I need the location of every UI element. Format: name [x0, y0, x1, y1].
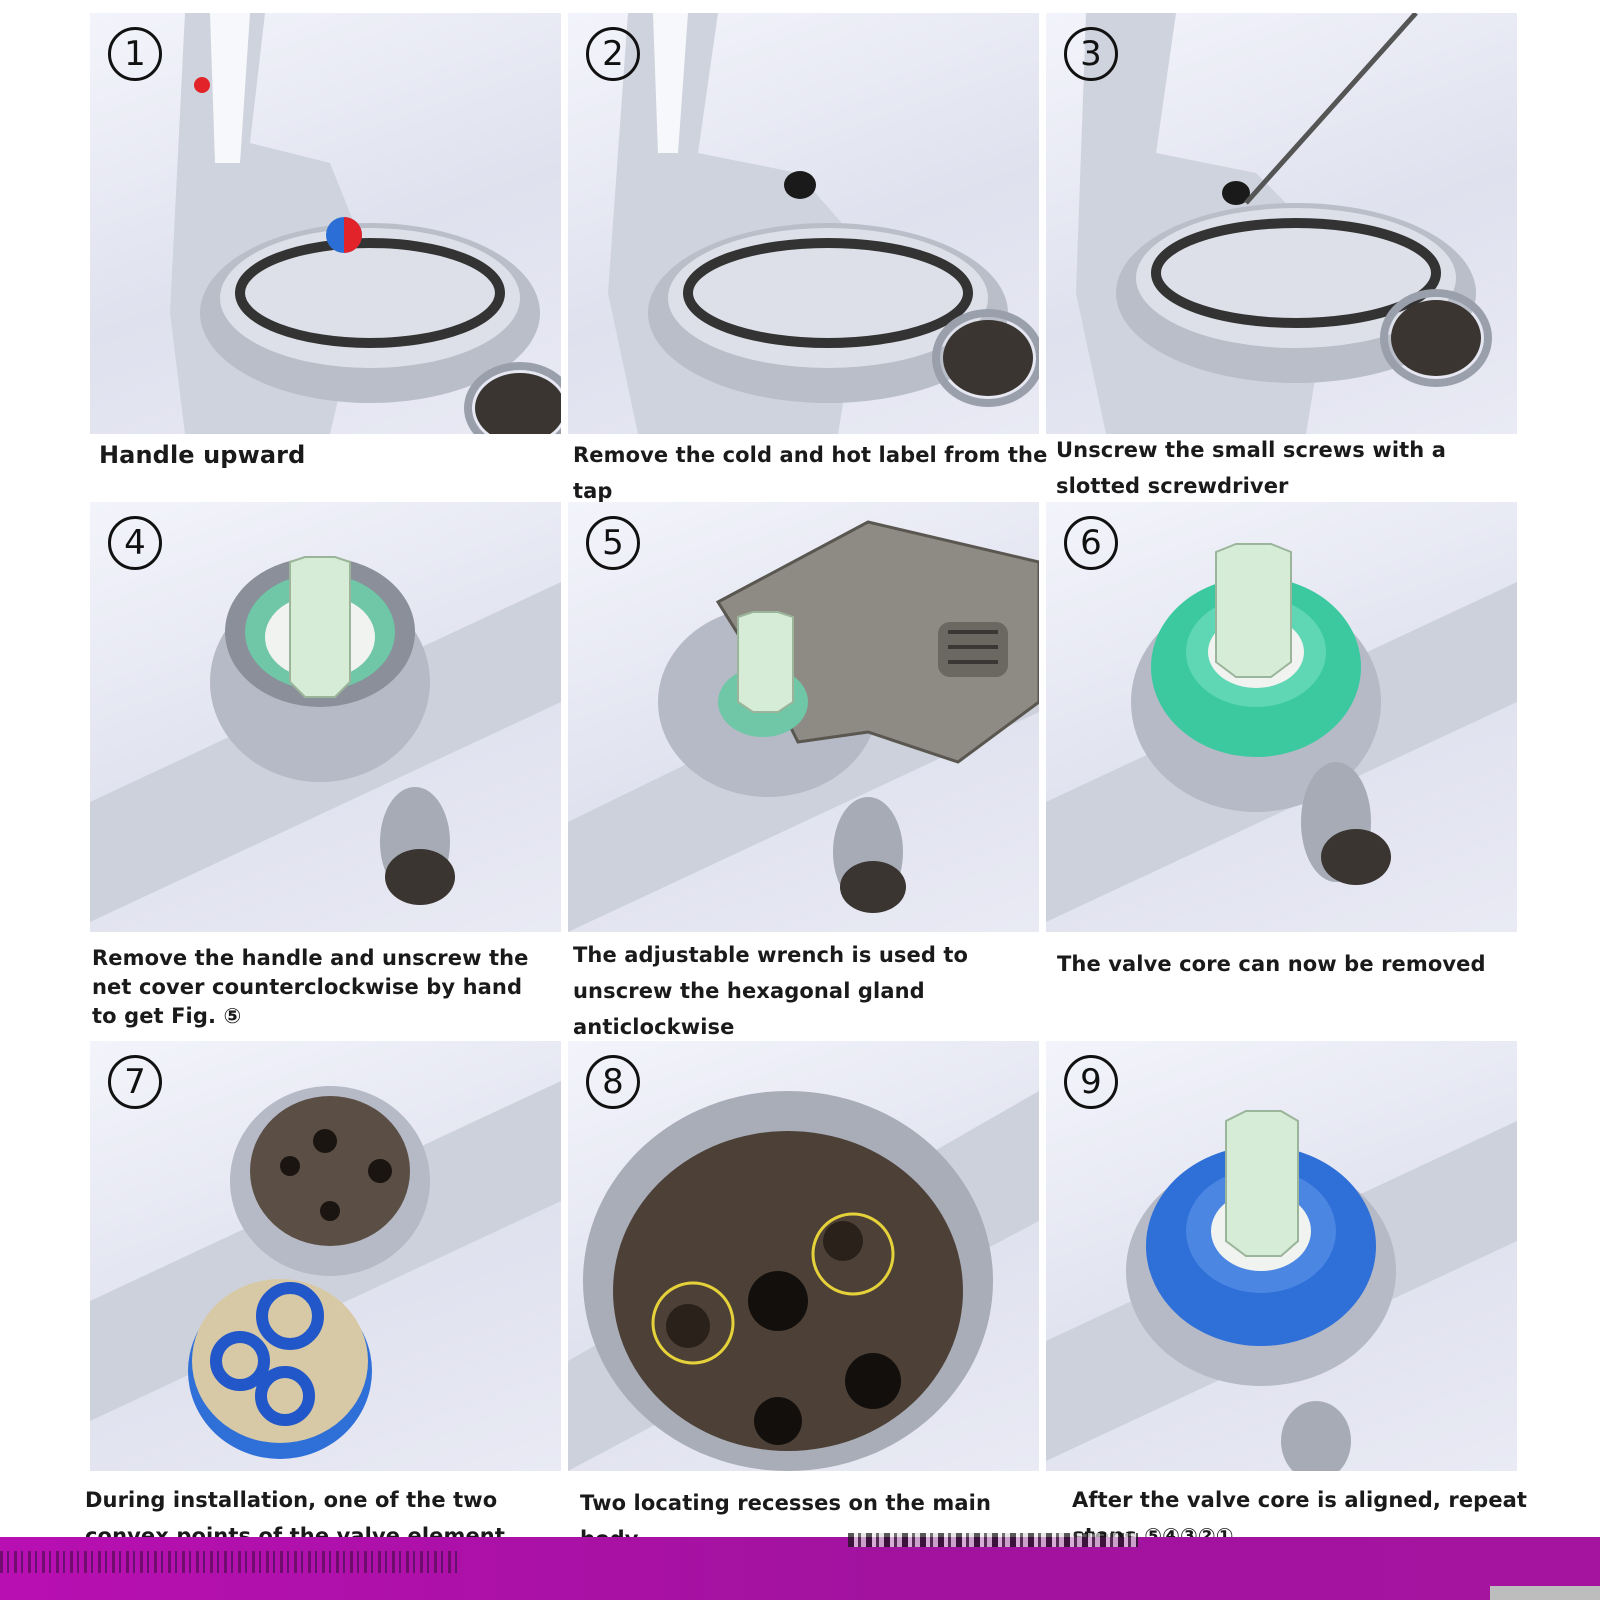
- step-2-caption: Remove the cold and hot label from the t…: [573, 443, 1048, 503]
- valve-core-green-illustration: [1046, 543, 1517, 922]
- step-number-badge: 7: [108, 1055, 162, 1109]
- valve-element-convex-points-illustration: [90, 1081, 561, 1459]
- step-number-badge: 8: [586, 1055, 640, 1109]
- step-1-caption: Handle upward: [99, 441, 306, 469]
- step-1-photo: 1: [90, 13, 561, 434]
- step-number-badge: 6: [1064, 516, 1118, 570]
- footer-strip: [848, 1533, 1138, 1547]
- step-7-photo: 7: [90, 1041, 561, 1471]
- step-3-photo: 3: [1046, 13, 1517, 434]
- step-2-photo: 2: [568, 13, 1039, 434]
- step-9-photo: 9: [1046, 1041, 1517, 1471]
- adjustable-wrench-illustration: [568, 520, 1039, 932]
- step-4-caption: Remove the handle and unscrew the net co…: [92, 946, 529, 1028]
- step-3-caption: Unscrew the small screws with a slotted …: [1056, 438, 1446, 498]
- step-9-caption: After the valve core is aligned, repeat …: [1072, 1488, 1528, 1538]
- faucet-label-removed-illustration: [608, 13, 1039, 434]
- footer-noise: [0, 1551, 460, 1573]
- screwdriver-illustration: [1076, 13, 1492, 434]
- faucet-handle-illustration: [170, 13, 561, 434]
- valve-core-blue-illustration: [1046, 1110, 1517, 1471]
- step-number-badge: 5: [586, 516, 640, 570]
- footer-banner: [0, 1533, 1600, 1600]
- step-4-photo: 4: [90, 502, 561, 932]
- step-7-caption: During installation, one of the two conv…: [85, 1488, 505, 1538]
- step-5-caption: The adjustable wrench is used to unscrew…: [573, 943, 969, 1039]
- footer-gray-block: [1490, 1586, 1600, 1600]
- step-number-badge: 4: [108, 516, 162, 570]
- step-number-badge: 9: [1064, 1055, 1118, 1109]
- step-number-badge: 1: [108, 27, 162, 81]
- step-5-photo: 5: [568, 502, 1039, 932]
- step-6-photo: 6: [1046, 502, 1517, 932]
- step-8-photo: 8: [568, 1041, 1039, 1471]
- locating-recesses-illustration: [568, 1091, 1039, 1471]
- step-number-badge: 3: [1064, 27, 1118, 81]
- step-6-caption: The valve core can now be removed: [1057, 952, 1486, 976]
- step-number-badge: 2: [586, 27, 640, 81]
- valve-core-exposed-illustration: [90, 556, 561, 922]
